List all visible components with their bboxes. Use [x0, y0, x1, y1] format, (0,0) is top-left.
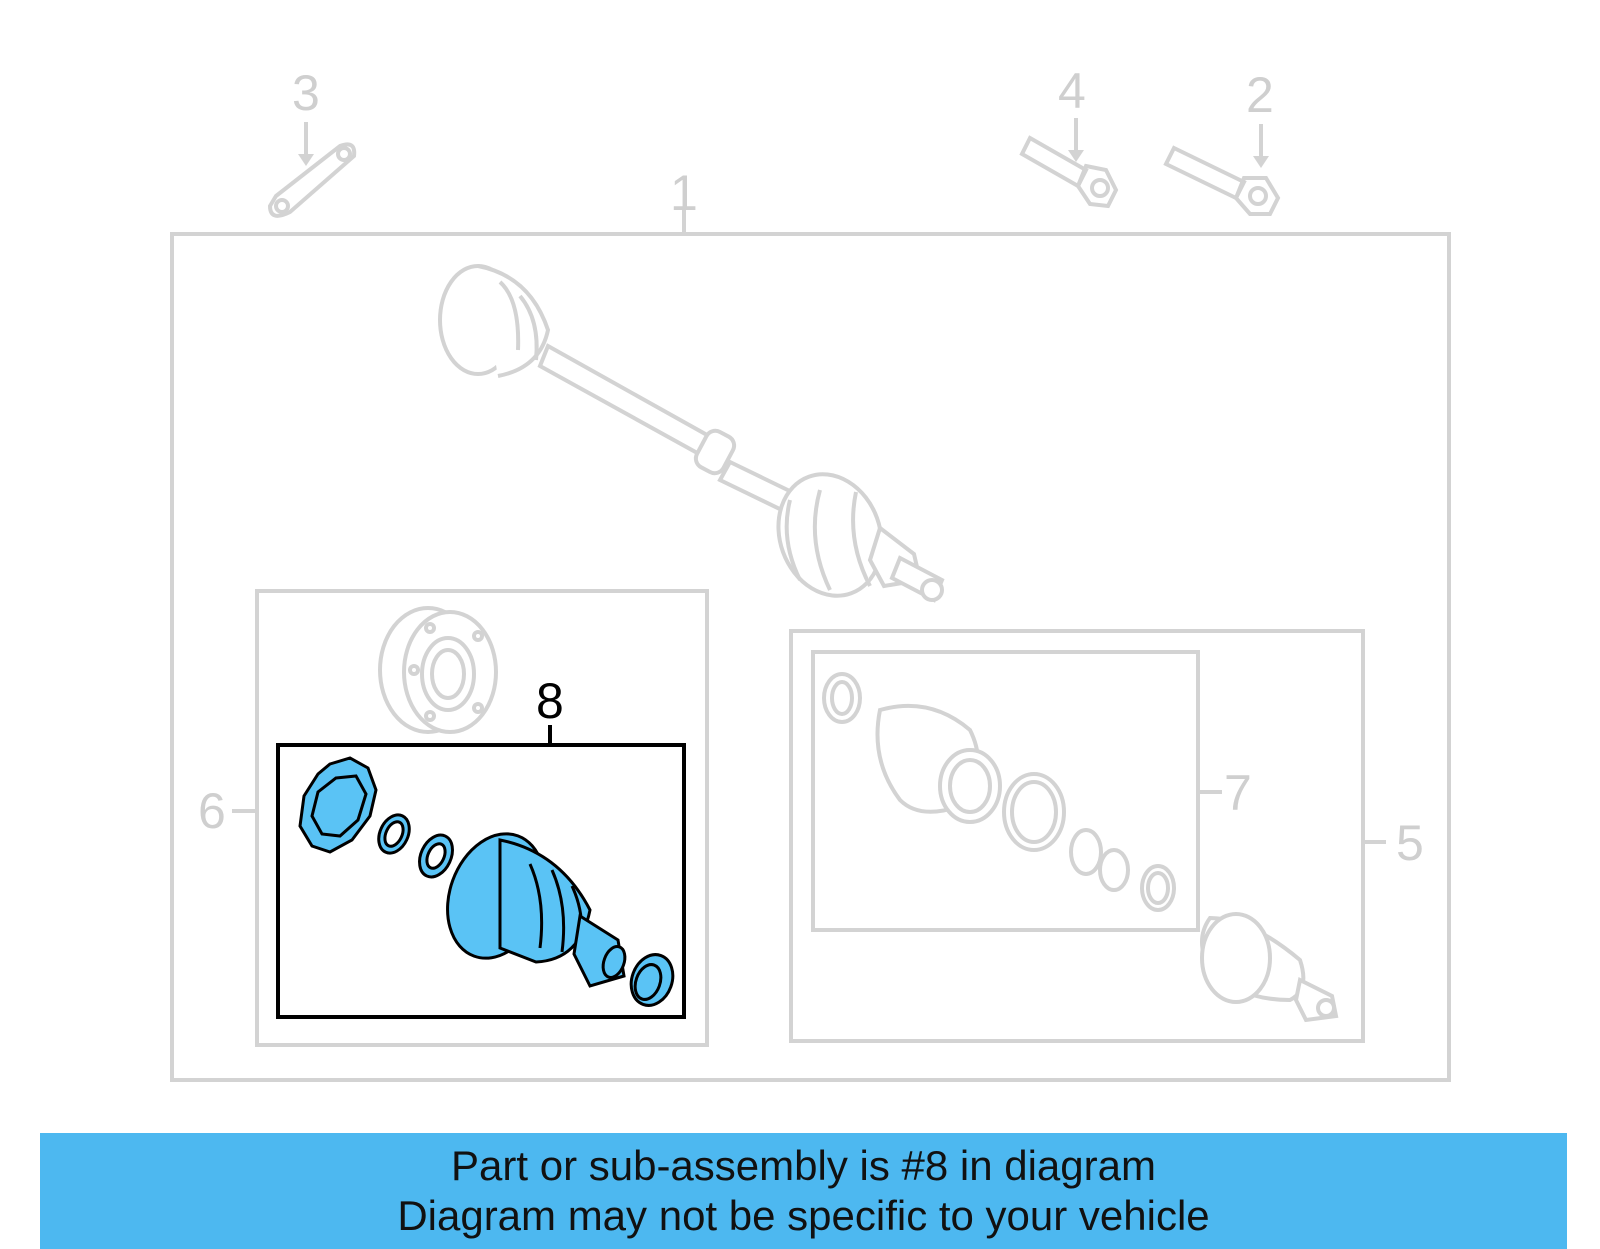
callout-8: 8 [536, 673, 564, 729]
banner-line-2: Diagram may not be specific to your vehi… [397, 1192, 1210, 1239]
callout-5: 5 [1396, 815, 1424, 871]
drive-shaft-icon [438, 264, 945, 603]
assembly-box-7 [811, 650, 1200, 932]
bolt-icon [1163, 124, 1281, 216]
callout-6: 6 [198, 783, 226, 839]
callout-3: 3 [292, 65, 320, 121]
banner-line-1: Part or sub-assembly is #8 in diagram [451, 1142, 1156, 1189]
flange-icon [378, 606, 498, 734]
bolt-icon [1019, 118, 1119, 209]
callout-7: 7 [1224, 765, 1252, 821]
bracket-icon [267, 122, 357, 218]
cv-joint-icon [298, 756, 675, 1007]
info-banner: Part or sub-assembly is #8 in diagram Di… [40, 1133, 1567, 1249]
boot-kit-icon [822, 672, 1339, 1023]
callout-4: 4 [1058, 63, 1086, 119]
callout-2: 2 [1246, 67, 1274, 123]
callout-1: 1 [670, 165, 698, 221]
